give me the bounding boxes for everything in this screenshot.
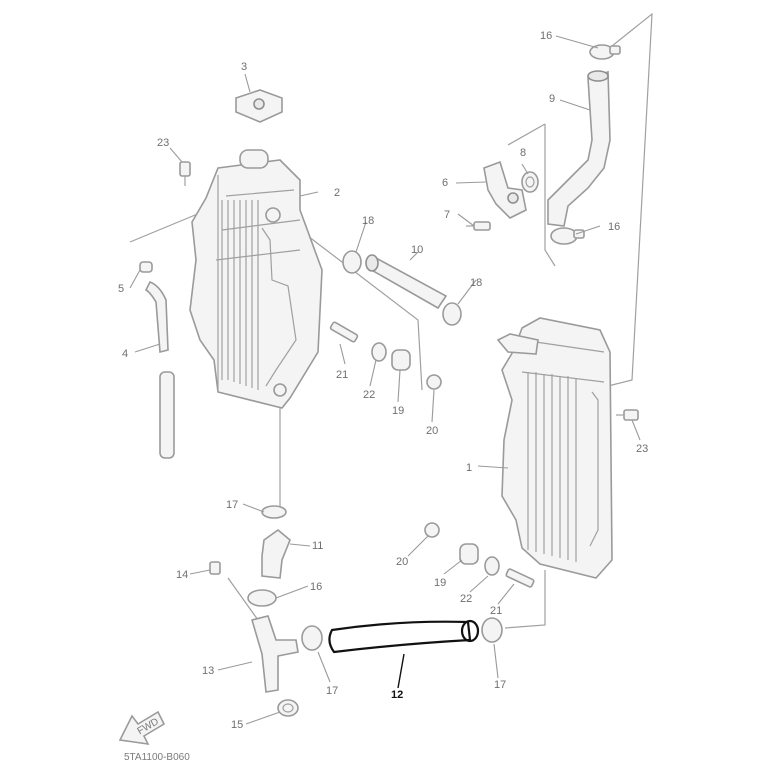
callout-21-lower: 21 — [490, 605, 502, 617]
callout-18-right: 18 — [470, 277, 482, 289]
o-ring-15 — [277, 699, 299, 717]
callout-9: 9 — [549, 93, 555, 105]
callout-23-left: 23 — [157, 137, 169, 149]
junction-pipe — [250, 615, 299, 693]
callout-17-right: 17 — [494, 679, 506, 691]
fwd-arrow-icon: FWD — [118, 710, 166, 746]
callout-16-mid: 16 — [608, 221, 620, 233]
bolt-23-right — [616, 409, 639, 421]
callout-4: 4 — [122, 348, 128, 360]
bolt-14 — [209, 561, 221, 575]
callout-13: 13 — [202, 665, 214, 677]
callout-22-lower: 22 — [460, 593, 472, 605]
callout-19-lower: 19 — [434, 577, 446, 589]
leader-lines — [129, 35, 641, 725]
left-radiator — [189, 149, 323, 409]
o-ring-8 — [521, 171, 539, 193]
callout-21-upper: 21 — [336, 369, 348, 381]
callout-17-left: 17 — [326, 685, 338, 697]
diagram-code: 5TA1100-B060 — [124, 752, 190, 763]
hose-clamp-16-upper — [589, 44, 621, 60]
hose-clamp-16-lower — [550, 227, 585, 245]
callout-2: 2 — [334, 187, 340, 199]
callout-1: 1 — [466, 462, 472, 474]
callout-18-left: 18 — [362, 215, 374, 227]
callout-labels: 1 2 3 4 5 6 7 8 9 10 11 12 13 14 15 16 1… — [118, 30, 648, 731]
callout-3: 3 — [241, 61, 247, 73]
hose-clamp-16-bottom — [247, 589, 277, 607]
assembly-guide-lines — [129, 12, 653, 629]
callout-10: 10 — [411, 244, 423, 256]
callout-14: 14 — [176, 569, 188, 581]
hose-clamp-17-upper — [261, 505, 287, 519]
lower-hose-12 — [328, 619, 480, 689]
callout-17-top: 17 — [226, 499, 238, 511]
callout-11: 11 — [312, 540, 323, 552]
mount-set-upper — [329, 321, 442, 390]
callout-20-lower: 20 — [396, 556, 408, 568]
callout-8: 8 — [520, 147, 526, 159]
connecting-pipe — [365, 254, 448, 310]
callout-19-upper: 19 — [392, 405, 404, 417]
hose-clamp-17-right — [481, 617, 503, 643]
radiator-cap — [235, 89, 283, 123]
bolt-23-left — [179, 161, 191, 186]
pump-outlet-pipe — [483, 160, 527, 219]
callout-15: 15 — [231, 719, 243, 731]
callout-23-right: 23 — [636, 443, 648, 455]
clip-5 — [139, 261, 153, 273]
callout-5: 5 — [118, 283, 124, 295]
overflow-hose — [144, 280, 175, 459]
right-radiator — [496, 317, 613, 579]
callout-6: 6 — [442, 177, 448, 189]
hose-clamp-18-upper — [342, 250, 362, 274]
hose-clamp-18-lower — [442, 302, 462, 326]
lower-elbow-hose — [261, 528, 291, 579]
callout-7: 7 — [444, 209, 450, 221]
mount-set-lower — [424, 522, 535, 588]
callout-12: 12 — [391, 689, 403, 701]
callout-16-low: 16 — [310, 581, 322, 593]
upper-hose — [547, 70, 611, 227]
callout-20-upper: 20 — [426, 425, 438, 437]
callout-22-upper: 22 — [363, 389, 375, 401]
callout-16-top: 16 — [540, 30, 552, 42]
hose-clamp-17-left — [301, 625, 323, 651]
